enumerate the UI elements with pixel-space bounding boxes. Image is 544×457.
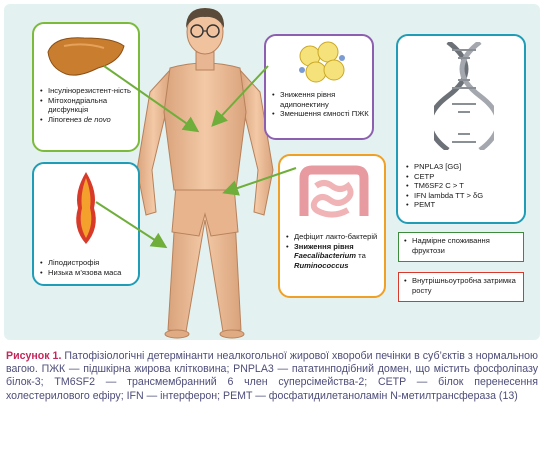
gut-card: Дефіцит лакто-бактерій Зниження рівня Fa…	[278, 154, 386, 298]
fructose-risk-text: Надмірне споживання фруктози	[412, 236, 490, 255]
genetics-fact: PNPLA3 [GG]	[406, 162, 524, 172]
genetics-card: PNPLA3 [GG] CETP TM6SF2 C > T IFN lambda…	[396, 34, 526, 224]
fructose-risk-box: Надмірне споживання фруктози	[398, 232, 524, 262]
genetics-facts: PNPLA3 [GG] CETP TM6SF2 C > T IFN lambda…	[406, 162, 524, 210]
growth-risk-text: Внутрішньоутробна затримка росту	[412, 276, 516, 295]
figure-caption: Рисунок 1. Патофізіологічні детермінанти…	[6, 350, 538, 403]
adipose-arrow	[211, 65, 269, 127]
caption-text: Патофізіологічні детермінанти неалкоголь…	[6, 350, 538, 402]
gut-facts: Дефіцит лакто-бактерій Зниження рівня Fa…	[286, 232, 384, 270]
genetics-fact: CETP	[406, 172, 524, 182]
liver-fact: Інсулінорезистент-ність	[40, 86, 136, 96]
muscle-fact: Ліподистрофія	[40, 258, 136, 268]
muscle-arrow	[95, 201, 168, 249]
genetics-fact: IFN lambda TT > δG	[406, 191, 524, 201]
liver-arrow	[103, 65, 200, 133]
liver-fact: Ліпогенез de novo	[40, 115, 136, 125]
adipose-facts: Зниження рівня адипонектину Зменшення єм…	[272, 90, 372, 119]
gut-fact: Дефіцит лакто-бактерій	[286, 232, 384, 242]
dna-icon	[434, 42, 494, 150]
genetics-fact: PEMT	[406, 200, 524, 210]
muscle-fact: Низька м’язова маса	[40, 268, 136, 278]
growth-risk-box: Внутрішньоутробна затримка росту	[398, 272, 524, 302]
genetics-fact: TM6SF2 C > T	[406, 181, 524, 191]
muscle-fiber-icon	[76, 172, 96, 244]
intestine-icon	[299, 165, 369, 218]
caption-lead: Рисунок 1.	[6, 350, 62, 362]
liver-icon	[47, 37, 125, 76]
liver-card: Інсулінорезистент-ність Мітохондріальна …	[32, 22, 140, 152]
arrows	[95, 65, 297, 249]
adipose-fact: Зниження рівня адипонектину	[272, 90, 372, 109]
muscle-card: Ліподистрофія Низька м’язова маса	[32, 162, 140, 286]
human-figure-icon	[136, 8, 274, 339]
gut-fact: Зниження рівня Faecalibacterium та Rumin…	[286, 242, 384, 271]
liver-fact: Мітохондріальна дисфункція	[40, 96, 136, 115]
gut-arrow	[222, 167, 297, 196]
fat-cells-icon	[299, 41, 345, 83]
muscle-facts: Ліподистрофія Низька м’язова маса	[40, 258, 136, 277]
adipose-fact: Зменшення ємності ПЖК	[272, 109, 372, 119]
liver-facts: Інсулінорезистент-ність Мітохондріальна …	[40, 86, 136, 124]
adipose-card: Зниження рівня адипонектину Зменшення єм…	[264, 34, 374, 140]
